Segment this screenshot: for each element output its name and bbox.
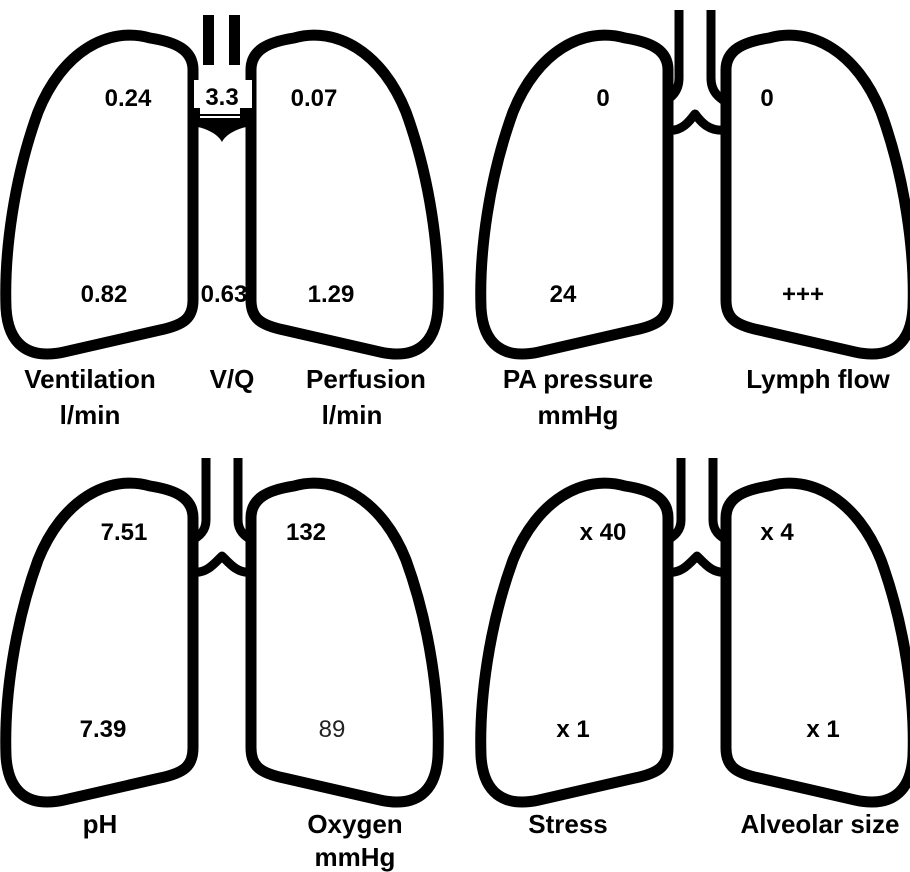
ventilation-bottom-value: 0.82 [81, 281, 128, 308]
right-lung [251, 483, 438, 802]
left-lung [6, 483, 193, 802]
stress-caption: Stress [528, 809, 608, 839]
alveolar-size-top-value: x 4 [760, 519, 794, 546]
oxygen-unit: mmHg [315, 842, 396, 872]
pa-pressure-caption: PA pressure [503, 364, 653, 394]
vq-top-value: 3.3 [205, 84, 238, 111]
perfusion-bottom-value: 1.29 [308, 281, 355, 308]
panel-ph-oxygen [6, 458, 438, 802]
vq-bottom-value: 0.63 [201, 281, 248, 308]
lymph-flow-top-value: 0 [760, 85, 773, 112]
carina [668, 556, 726, 572]
ventilation-top-value: 0.24 [105, 85, 152, 112]
pa-pressure-top-value: 0 [596, 85, 609, 112]
panel-pressure-lymph [481, 10, 910, 354]
ventilation-unit: l/min [60, 400, 121, 430]
ph-top-value: 7.51 [101, 519, 148, 546]
carina [668, 114, 726, 130]
lymph-flow-bottom-value: +++ [782, 281, 824, 308]
panel-stress-alveolar [481, 458, 910, 802]
perfusion-unit: l/min [322, 400, 383, 430]
stress-top-value: x 40 [580, 519, 627, 546]
oxygen-top-value: 132 [286, 519, 326, 546]
ph-bottom-value: 7.39 [80, 716, 127, 743]
oxygen-bottom-value: 89 [319, 716, 346, 743]
ph-caption: pH [83, 809, 118, 839]
pa-pressure-bottom-value: 24 [550, 281, 577, 308]
right-lung [726, 483, 910, 802]
perfusion-caption: Perfusion [306, 364, 426, 394]
alveolar-size-caption: Alveolar size [741, 809, 900, 839]
left-lung [481, 483, 668, 802]
vq-caption: V/Q [210, 364, 255, 394]
alveolar-size-bottom-value: x 1 [806, 716, 839, 743]
lymph-flow-caption: Lymph flow [746, 364, 890, 394]
carina [193, 556, 251, 572]
ventilation-caption: Ventilation [24, 364, 155, 394]
stress-bottom-value: x 1 [556, 716, 589, 743]
perfusion-top-value: 0.07 [291, 85, 338, 112]
trachea-left-wall [203, 15, 214, 65]
trachea-right-wall [229, 15, 240, 65]
pa-pressure-unit: mmHg [538, 400, 619, 430]
oxygen-caption: Oxygen [307, 809, 402, 839]
